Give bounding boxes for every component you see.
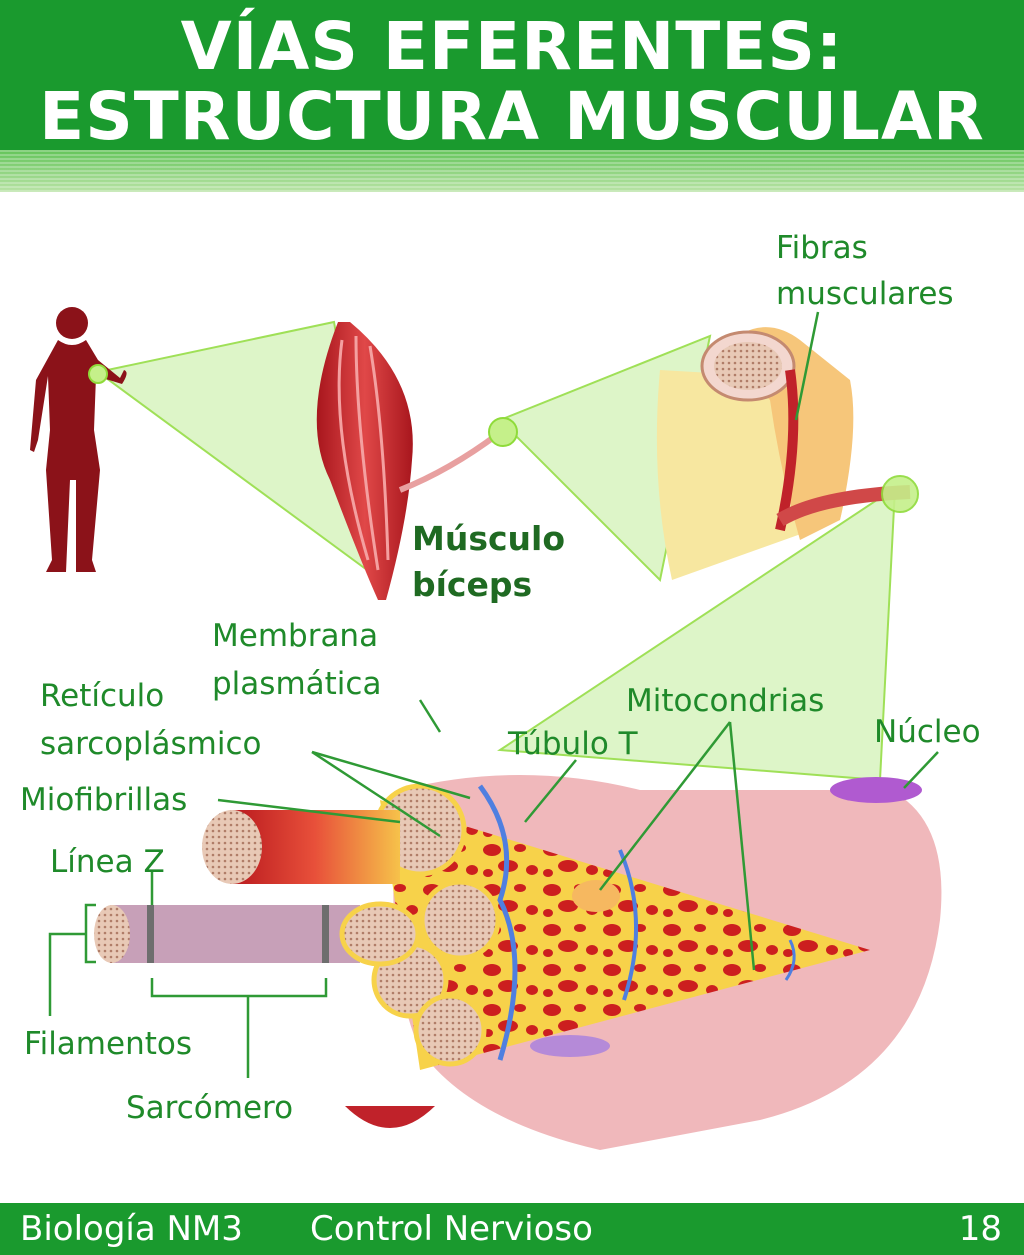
label-reticulo-1: Retículo xyxy=(40,678,164,714)
zoom-point-arm xyxy=(88,364,108,384)
zoom-point-fiber xyxy=(881,475,919,513)
biceps-muscle-illustration xyxy=(316,322,500,600)
footer-bar: Biología NM3 Control Nervioso 18 xyxy=(0,1203,1024,1255)
human-silhouette-icon xyxy=(30,307,127,572)
label-filamentos: Filamentos xyxy=(24,1026,192,1062)
label-linea-z: Línea Z xyxy=(50,844,165,880)
label-reticulo-2: sarcoplásmico xyxy=(40,726,261,762)
title-line-1: VÍAS EFERENTES: xyxy=(180,8,844,85)
label-miofibrillas: Miofibrillas xyxy=(20,782,187,818)
label-tubulo-t: Túbulo T xyxy=(507,726,639,762)
nucleus-shape xyxy=(830,777,922,803)
zoom-point-muscle xyxy=(488,417,518,447)
label-sarcomero: Sarcómero xyxy=(126,1090,293,1126)
header-bar: VÍAS EFERENTES: ESTRUCTURA MUSCULAR xyxy=(0,0,1024,150)
z-line-marker xyxy=(147,905,154,963)
mitochondrion-shape xyxy=(572,880,620,912)
footer-course: Biología NM3 xyxy=(20,1209,243,1249)
label-fibras-2: musculares xyxy=(776,276,954,312)
header-stripe-band xyxy=(0,150,1024,192)
leader-lines xyxy=(48,311,939,1078)
label-fibras-1: Fibras xyxy=(776,230,868,266)
label-membrana-1: Membrana xyxy=(212,618,378,654)
label-nucleo: Núcleo xyxy=(874,714,981,750)
footer-page-number: 18 xyxy=(958,1209,1002,1249)
label-biceps: bíceps xyxy=(412,565,532,604)
label-membrana-2: plasmática xyxy=(212,666,381,702)
footer-topic: Control Nervioso xyxy=(310,1209,593,1249)
t-tubule-shape xyxy=(477,784,518,1061)
label-musculo: Músculo xyxy=(412,519,565,558)
title-line-2: ESTRUCTURA MUSCULAR xyxy=(39,78,985,155)
label-mitocondrias: Mitocondrias xyxy=(626,683,824,719)
muscle-fiber-illustration xyxy=(94,775,942,1150)
muscle-bundle-illustration xyxy=(656,327,911,580)
zoom-cone-bundle-to-fiber xyxy=(497,486,897,782)
